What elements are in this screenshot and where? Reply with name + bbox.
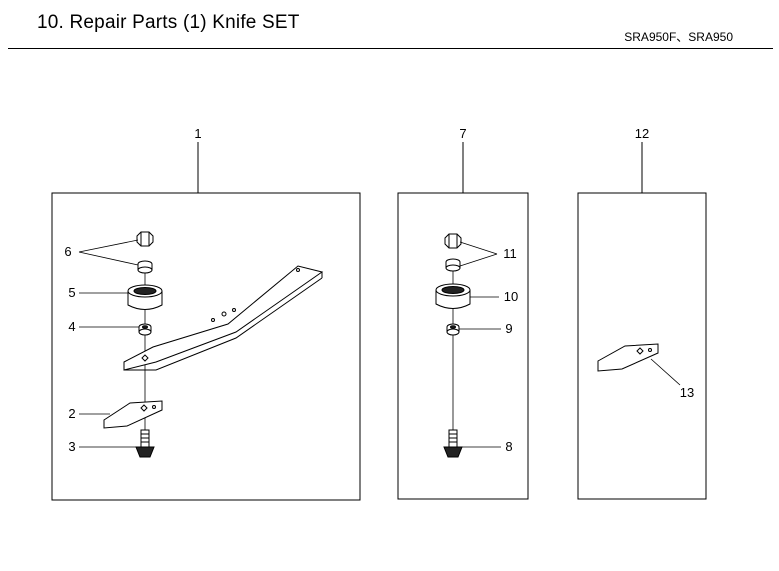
part-5-cup — [127, 284, 163, 310]
part-label-11: 11 — [503, 246, 517, 261]
assembly-label-1: 1 — [194, 126, 201, 141]
part-label-4: 4 — [68, 319, 75, 334]
part-3-bolt — [135, 429, 155, 458]
part-2-small-blade — [103, 400, 163, 429]
part-6-nut-top — [136, 231, 154, 247]
assembly-1-box — [51, 192, 361, 501]
part-10-cup — [435, 283, 471, 309]
part-label-8: 8 — [505, 439, 512, 454]
part-8-bolt — [443, 429, 463, 458]
assembly-label-7: 7 — [459, 126, 466, 141]
part-label-10: 10 — [504, 289, 518, 304]
part-label-9: 9 — [505, 321, 512, 336]
part-label-5: 5 — [68, 285, 75, 300]
page-title: 10. Repair Parts (1) Knife SET — [37, 12, 300, 33]
model-numbers: SRA950F、SRA950 — [624, 30, 733, 44]
part-11-nut-top — [444, 233, 462, 249]
part-label-13: 13 — [680, 385, 694, 400]
part-label-2: 2 — [68, 406, 75, 421]
part-label-6: 6 — [64, 244, 71, 259]
part-11-nut-bottom — [445, 258, 461, 272]
part-label-3: 3 — [68, 439, 75, 454]
part-4-washer — [138, 323, 152, 336]
part-9-washer — [446, 323, 460, 336]
assembly-label-12: 12 — [635, 126, 649, 141]
long-blade — [123, 265, 324, 371]
part-6-nut-bottom — [137, 260, 153, 274]
part-13-blade — [597, 343, 659, 372]
header-divider — [8, 48, 773, 49]
